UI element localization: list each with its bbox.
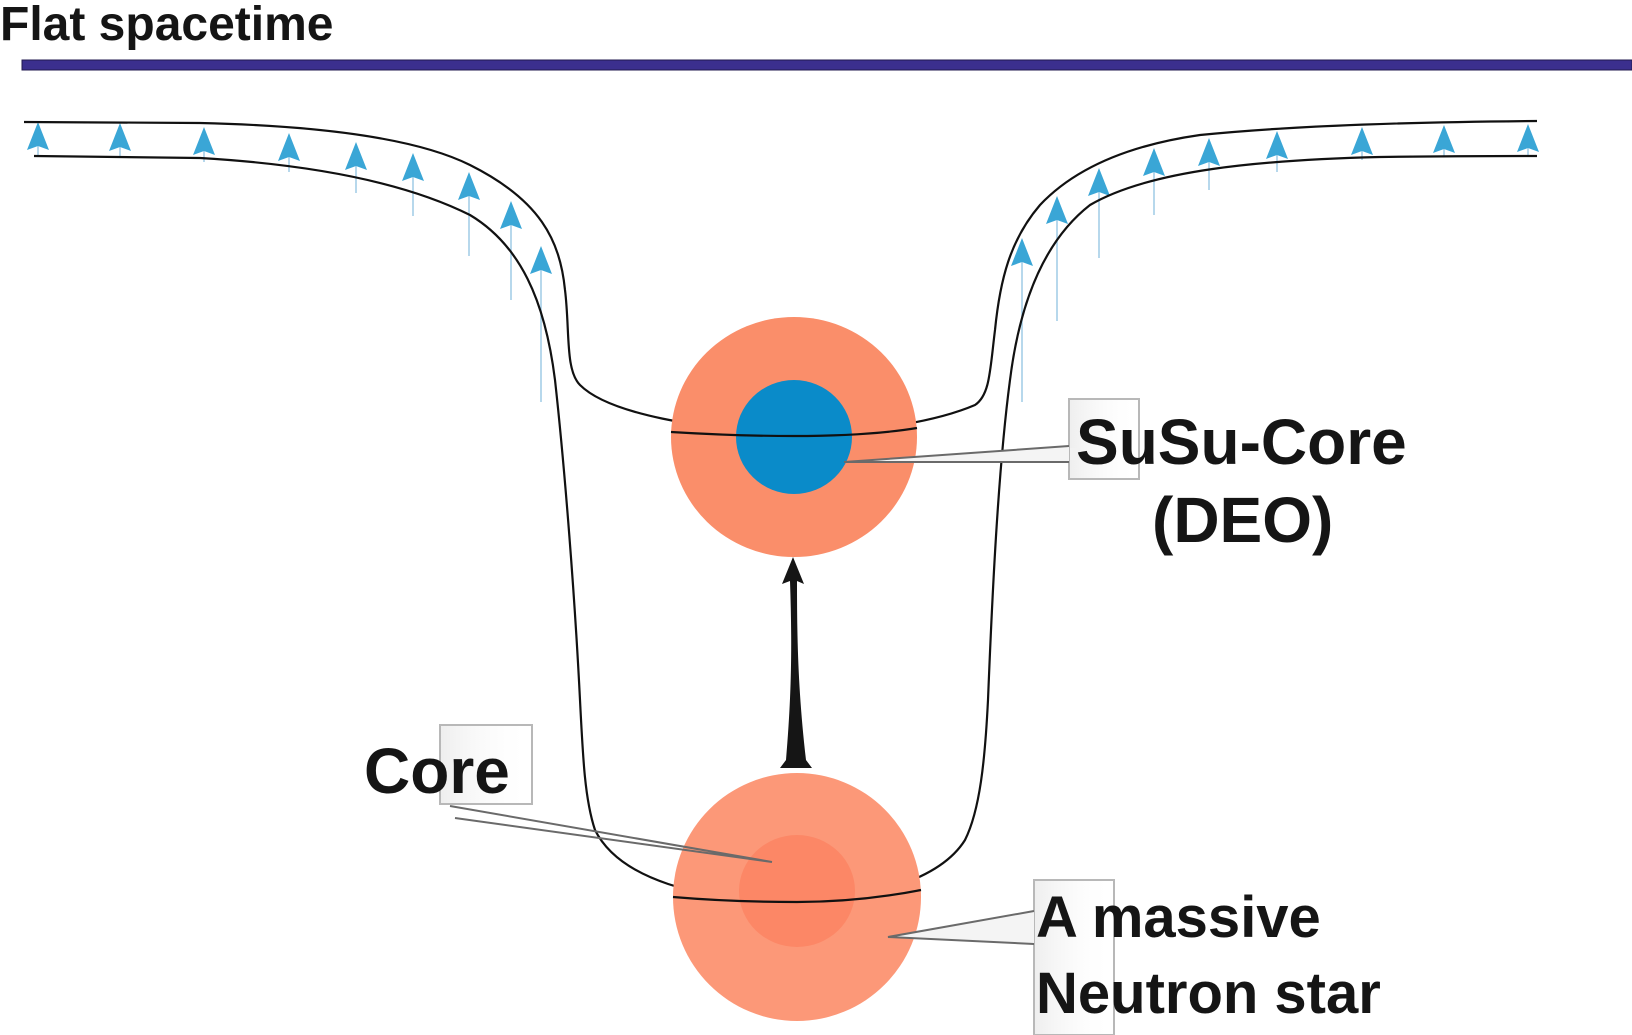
neutron-star-core (739, 835, 855, 947)
upward-arrow-head-icon (1046, 196, 1068, 224)
neutron-star-leader-line (887, 910, 1035, 945)
neutron-star-label-box (1033, 879, 1115, 1035)
neutron-star-label-line2: Neutron star (1036, 961, 1381, 1026)
upward-arrow-head-icon (1011, 238, 1033, 266)
susu-core-label: SuSu-Core (1076, 406, 1407, 478)
shallow-well-curve-front (670, 426, 918, 438)
core-label-box (439, 724, 533, 805)
upward-arrow-head-icon (1433, 125, 1455, 153)
susu-core-leader-line (843, 445, 1070, 463)
title-underline-bar (21, 59, 1632, 71)
upward-arrow-head-icon (500, 201, 522, 229)
upward-arrow-head-icon (1143, 148, 1165, 176)
neutron-star-label-line1: A massive (1036, 885, 1321, 950)
upward-arrow-head-icon (458, 172, 480, 200)
susu-core-label-box (1068, 398, 1140, 480)
upward-arrow-head-icon (1517, 124, 1539, 152)
core-leader-line (449, 805, 773, 863)
upward-arrows-group (27, 122, 1539, 402)
upward-arrow-head-icon (278, 133, 300, 161)
upward-arrow-head-icon (1351, 127, 1373, 155)
deep-well-curve-front (672, 888, 922, 904)
upward-arrow-head-icon (530, 246, 552, 274)
upward-arrow-head-icon (345, 142, 367, 170)
upward-arrow-head-icon (1088, 168, 1110, 196)
transition-arrow (780, 557, 812, 768)
upward-arrow-head-icon (1266, 131, 1288, 159)
upward-arrow-head-icon (193, 127, 215, 155)
core-label: Core (364, 735, 510, 807)
diagram-title: Flat spacetime (0, 0, 333, 51)
deo-label: (DEO) (1152, 484, 1333, 556)
upward-arrow-head-icon (402, 153, 424, 181)
upward-arrow-head-icon (109, 123, 131, 151)
upward-arrow-head-icon (1198, 138, 1220, 166)
upward-arrow-head-icon (27, 122, 49, 150)
